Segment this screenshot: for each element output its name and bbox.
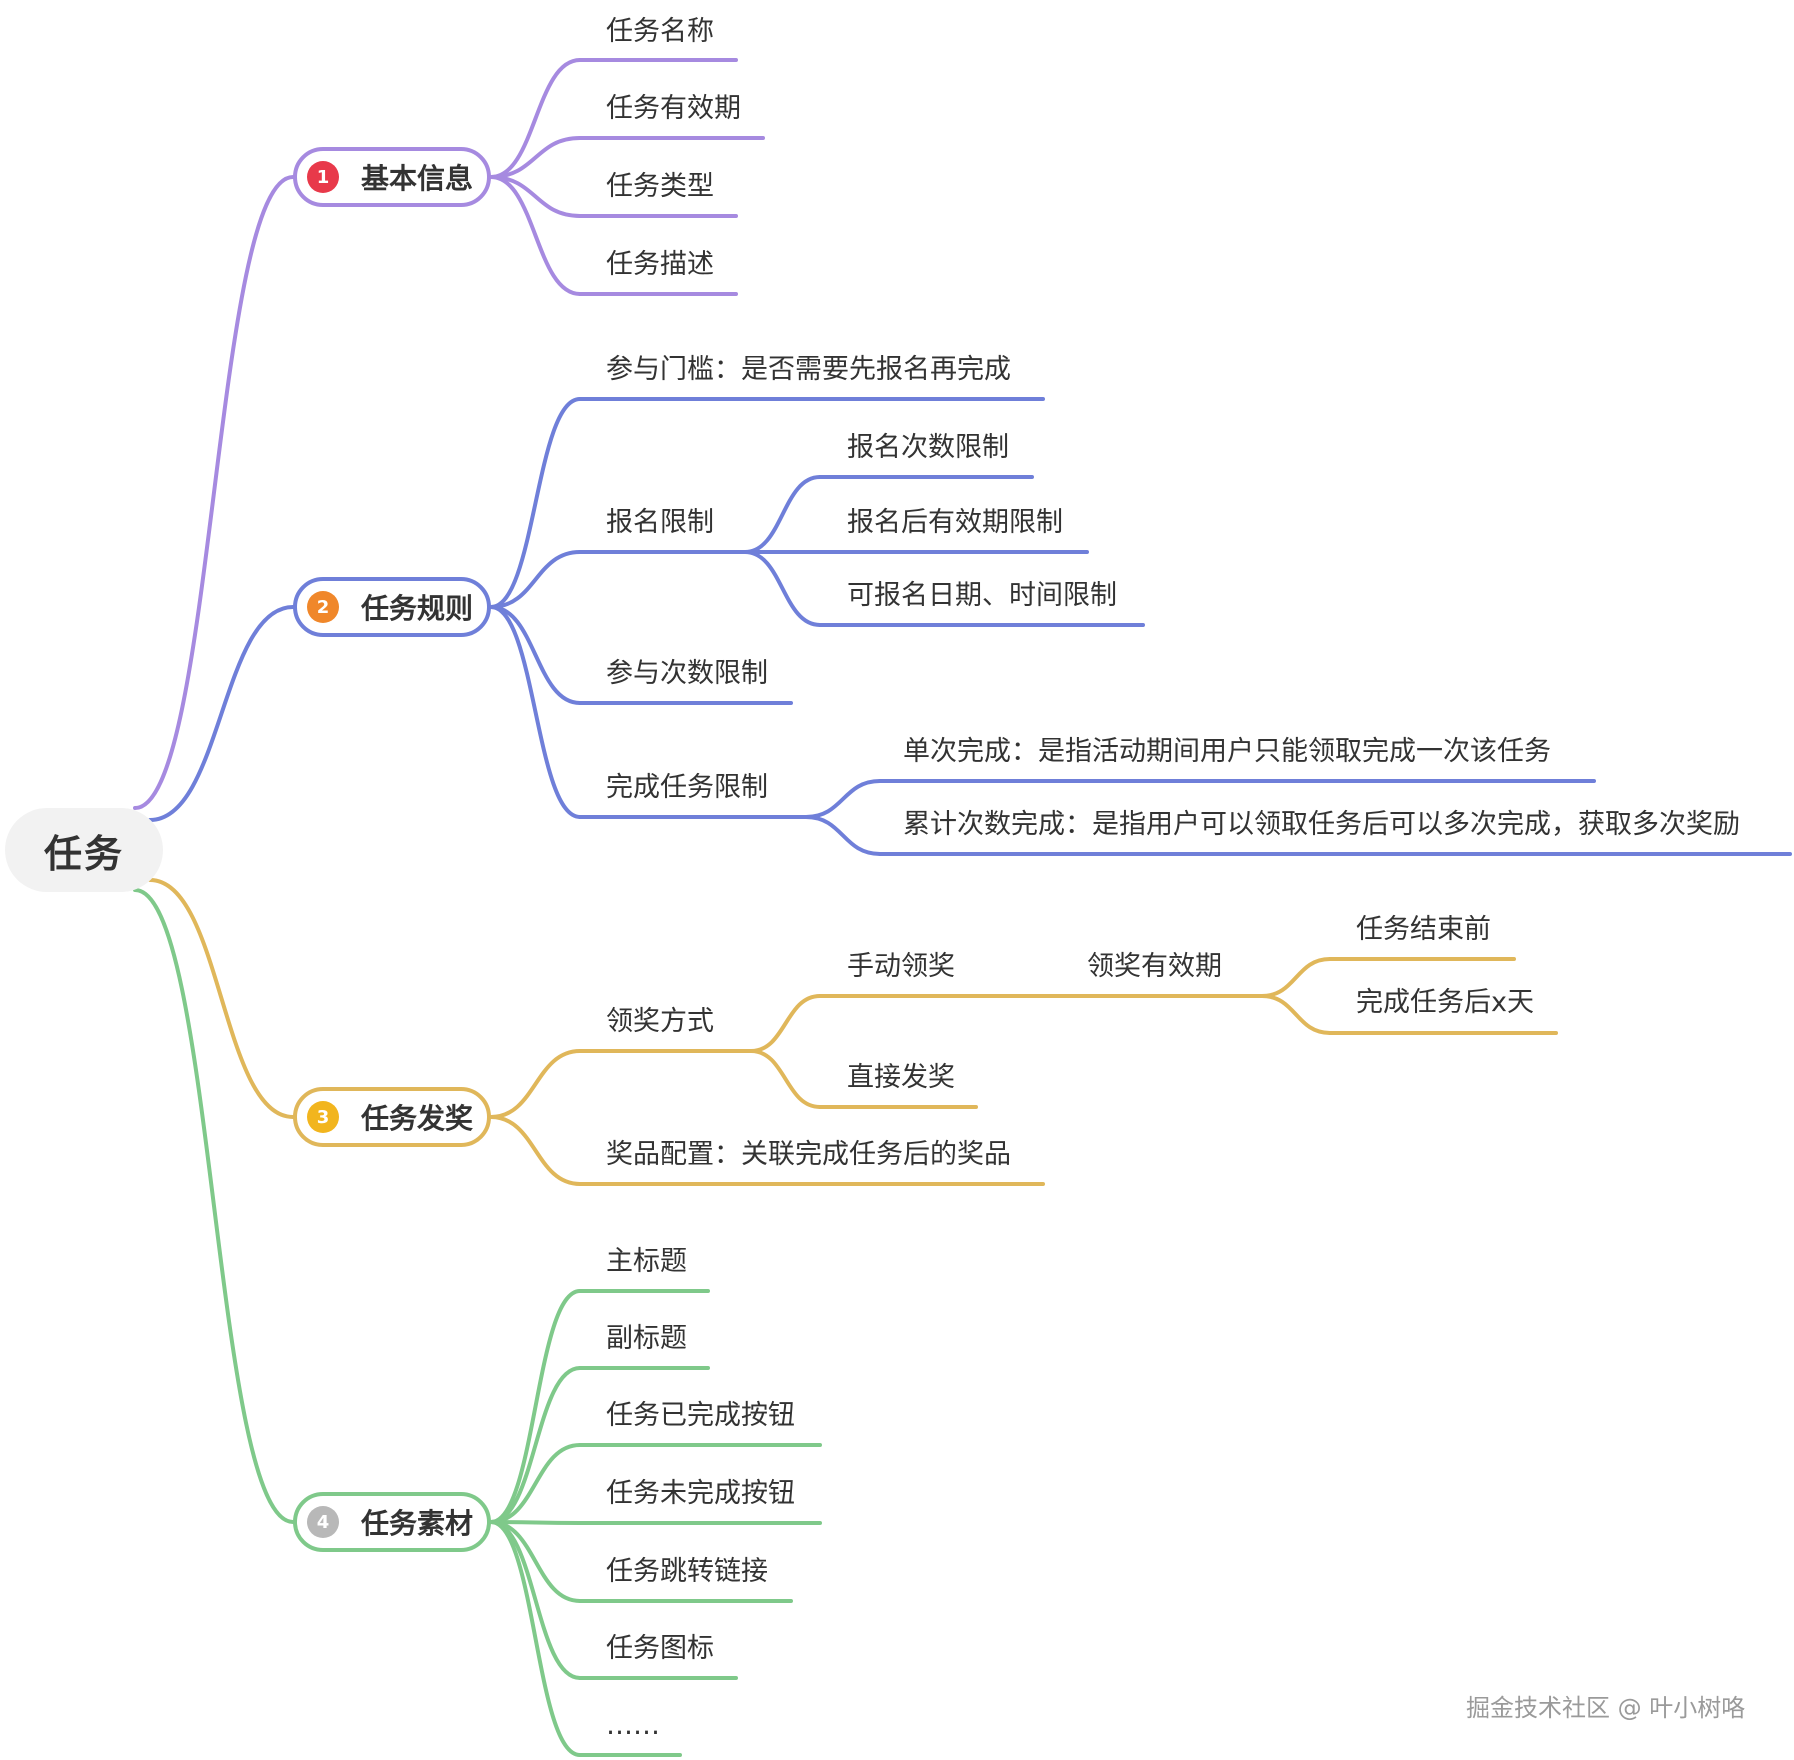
leaf-jump-link[interactable]: 任务跳转链接 — [606, 1556, 768, 1587]
leaf-subtitle[interactable]: 副标题 — [606, 1323, 687, 1354]
leaf-ellipsis[interactable]: …… — [606, 1710, 660, 1741]
leaf-participation-threshold[interactable]: 参与门槛：是否需要先报名再完成 — [606, 354, 1011, 385]
leaf-x-days-after-completion[interactable]: 完成任务后x天 — [1356, 987, 1534, 1018]
leaf-completed-button[interactable]: 任务已完成按钮 — [606, 1400, 795, 1431]
number-badge-icon: 3 — [307, 1101, 339, 1133]
leaf-cumulative-completion[interactable]: 累计次数完成：是指用户可以领取任务后可以多次完成，获取多次奖励 — [903, 809, 1740, 840]
branch-task-rules[interactable]: 2 任务规则 — [293, 577, 491, 637]
leaf-single-completion[interactable]: 单次完成：是指活动期间用户只能领取完成一次该任务 — [903, 736, 1551, 767]
leaf-prize-config[interactable]: 奖品配置：关联完成任务后的奖品 — [606, 1139, 1011, 1170]
leaf-claim-validity[interactable]: 领奖有效期 — [1087, 951, 1222, 982]
leaf-signup-count-limit[interactable]: 报名次数限制 — [847, 432, 1009, 463]
b2-edge-1 — [489, 550, 582, 609]
leaf-task-name[interactable]: 任务名称 — [606, 16, 714, 47]
b4-edge-5 — [489, 1520, 582, 1680]
b1-edge-3 — [489, 175, 582, 296]
b2-signup-edge-0 — [743, 475, 822, 554]
b1-edge-1 — [489, 136, 582, 179]
root-node[interactable]: 任务 — [5, 808, 163, 892]
number-badge-icon: 1 — [307, 161, 339, 193]
leaf-completion-limit[interactable]: 完成任务限制 — [606, 772, 768, 803]
branch-label: 任务规则 — [361, 592, 474, 625]
b1-edge-0 — [489, 58, 582, 179]
leaf-task-icon[interactable]: 任务图标 — [606, 1633, 714, 1664]
b2-edge-0 — [489, 397, 582, 609]
b4-edge-0 — [489, 1289, 582, 1524]
b4-edge-3 — [489, 1520, 582, 1525]
leaf-incomplete-button[interactable]: 任务未完成按钮 — [606, 1478, 795, 1509]
b3-validity-edge-1 — [1260, 994, 1332, 1035]
branch-basic-info[interactable]: 1 基本信息 — [293, 147, 491, 207]
leaf-signup-validity-limit[interactable]: 报名后有效期限制 — [847, 507, 1063, 538]
root-edge-3 — [148, 878, 295, 1119]
leaf-direct-reward[interactable]: 直接发奖 — [847, 1062, 955, 1093]
leaf-before-task-end[interactable]: 任务结束前 — [1356, 914, 1491, 945]
leaf-participation-count-limit[interactable]: 参与次数限制 — [606, 658, 768, 689]
b4-edge-6 — [489, 1520, 582, 1757]
leaf-claim-method[interactable]: 领奖方式 — [606, 1006, 714, 1037]
watermark: 掘金技术社区 @ 叶小树咯 — [1466, 1694, 1746, 1722]
branch-task-materials[interactable]: 4 任务素材 — [293, 1492, 491, 1552]
b4-edge-1 — [489, 1366, 582, 1524]
b3-edge-0 — [489, 1049, 582, 1119]
number-badge-icon: 4 — [307, 1506, 339, 1538]
b4-edge-2 — [489, 1443, 582, 1524]
branch-label: 基本信息 — [361, 162, 474, 195]
leaf-manual-claim[interactable]: 手动领奖 — [847, 951, 955, 982]
b3-claim-edge-0 — [749, 994, 822, 1053]
b2-complete-edge-0 — [804, 779, 882, 819]
branch-label: 任务素材 — [361, 1507, 474, 1540]
b2-edge-2 — [489, 605, 582, 705]
b2-signup-edge-2 — [743, 550, 822, 627]
b1-edge-2 — [489, 175, 582, 218]
leaf-task-description[interactable]: 任务描述 — [606, 249, 714, 280]
leaf-signup-date-limit[interactable]: 可报名日期、时间限制 — [847, 580, 1117, 611]
b4-edge-4 — [489, 1520, 582, 1603]
root-label: 任务 — [43, 831, 124, 876]
leaf-task-type[interactable]: 任务类型 — [606, 171, 714, 202]
b3-claim-edge-1 — [749, 1049, 822, 1109]
b3-validity-edge-0 — [1260, 957, 1332, 998]
root-edge-1 — [133, 175, 295, 810]
root-edge-2 — [148, 605, 295, 822]
leaf-signup-limit[interactable]: 报名限制 — [606, 507, 714, 538]
branch-label: 任务发奖 — [361, 1102, 474, 1135]
b2-complete-edge-1 — [804, 815, 882, 856]
leaf-task-validity[interactable]: 任务有效期 — [606, 93, 741, 124]
number-badge-icon: 2 — [307, 591, 339, 623]
leaf-main-title[interactable]: 主标题 — [606, 1246, 687, 1277]
b3-edge-1 — [489, 1115, 582, 1186]
b2-edge-3 — [489, 605, 582, 819]
branch-task-rewards[interactable]: 3 任务发奖 — [293, 1087, 491, 1147]
root-edge-4 — [133, 888, 295, 1524]
